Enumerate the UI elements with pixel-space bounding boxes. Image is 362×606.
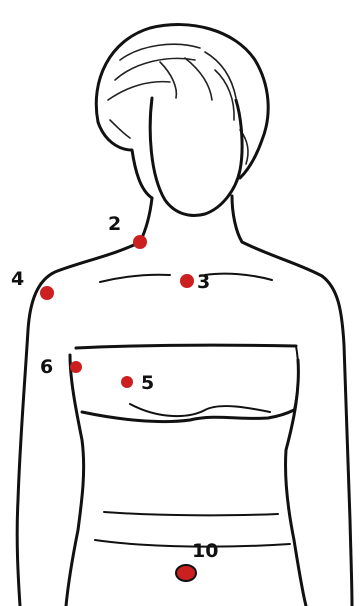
- bust-line: [130, 404, 270, 416]
- point-5: 5: [121, 372, 154, 394]
- point-10-label: 10: [192, 540, 218, 562]
- face-outline: [150, 98, 242, 215]
- chest-wrap-top: [76, 345, 296, 348]
- point-6: 6: [40, 356, 82, 378]
- point-6-label: 6: [40, 356, 53, 378]
- point-4: 4: [11, 268, 54, 300]
- point-2-marker: [133, 235, 147, 249]
- hair-drawing: [96, 25, 268, 198]
- point-5-marker: [121, 376, 133, 388]
- point-3-marker: [180, 274, 194, 288]
- point-3: 3: [180, 271, 210, 293]
- neck-right: [232, 196, 242, 242]
- collarbone-left: [100, 275, 170, 282]
- collarbone-right: [205, 274, 272, 280]
- point-3-label: 3: [197, 271, 210, 293]
- point-4-label: 4: [11, 268, 24, 290]
- point-5-label: 5: [141, 372, 154, 394]
- point-2: 2: [108, 213, 147, 249]
- waist-line: [104, 512, 278, 515]
- point-6-marker: [70, 361, 82, 373]
- left-torso-side: [66, 355, 84, 606]
- point-10-marker: [176, 565, 196, 581]
- point-2-label: 2: [108, 213, 121, 235]
- point-4-marker: [40, 286, 54, 300]
